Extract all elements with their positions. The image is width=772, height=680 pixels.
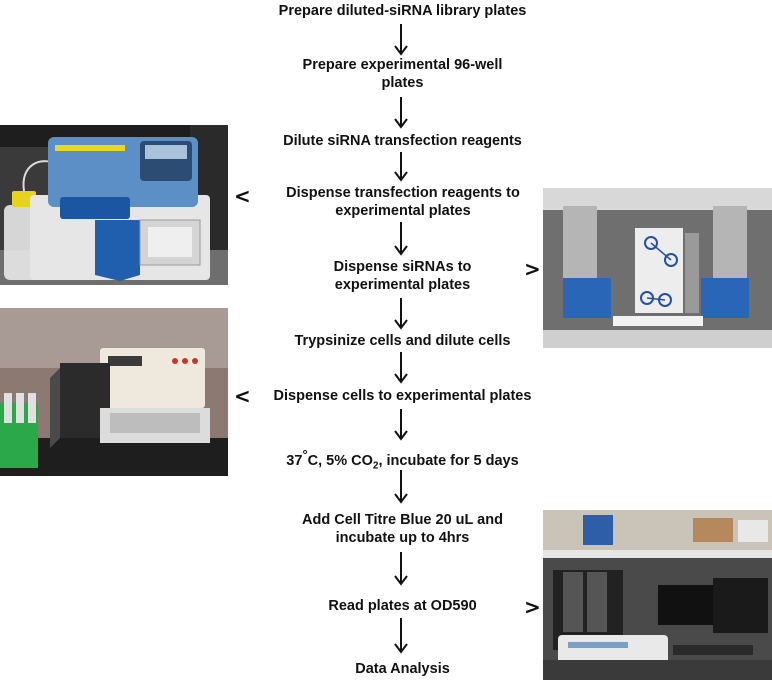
- reagent-dispenser-photo: [0, 125, 228, 285]
- step-read-plates: Read plates at OD590: [215, 597, 590, 615]
- pointer-left-1: <: [234, 184, 251, 208]
- arrow-down-icon: [394, 298, 408, 330]
- arrow-down-icon: [394, 352, 408, 384]
- arrow-down-icon: [394, 24, 408, 56]
- arrow-down-icon: [394, 552, 408, 586]
- step-dispense-sirnas: Dispense siRNAs to experimental plates: [310, 258, 495, 294]
- step-text: Dispense transfection reagents to experi…: [286, 185, 520, 219]
- step-trypsinize: Trypsinize cells and dilute cells: [215, 332, 590, 350]
- step-text: Dilute siRNA transfection reagents: [283, 133, 522, 149]
- step-text: Read plates at OD590: [328, 598, 477, 614]
- plate-reader-photo: [543, 510, 772, 680]
- liquid-handler-photo: [543, 188, 772, 348]
- pointer-left-2: <: [234, 384, 251, 408]
- cell-dispenser-photo: [0, 308, 228, 476]
- step-dispense-reagents: Dispense transfection reagents to experi…: [278, 184, 528, 220]
- arrow-down-icon: [394, 470, 408, 504]
- step-prepare-library: Prepare diluted-siRNA library plates: [215, 2, 590, 20]
- step-text: Data Analysis: [355, 661, 450, 677]
- incubation-temp: 37: [286, 452, 303, 469]
- arrow-down-icon: [394, 222, 408, 256]
- arrow-down-icon: [394, 409, 408, 441]
- step-incubate: 37°C, 5% CO2, incubate for 5 days: [215, 446, 590, 476]
- step-text: Dispense siRNAs to experimental plates: [333, 259, 472, 293]
- pointer-right-2: >: [524, 595, 541, 619]
- step-text: Prepare experimental 96-well plates: [302, 57, 503, 91]
- step-text: Trypsinize cells and dilute cells: [294, 333, 511, 349]
- step-dilute-reagents: Dilute siRNA transfection reagents: [215, 132, 590, 150]
- arrow-down-icon: [394, 152, 408, 182]
- step-text: Prepare diluted-siRNA library plates: [278, 3, 527, 19]
- incubation-co2: C, 5% CO: [307, 452, 373, 469]
- incubation-degree: °: [302, 447, 308, 462]
- step-dispense-cells: Dispense cells to experimental plates: [215, 387, 590, 405]
- incubation-rest: , incubate for 5 days: [378, 452, 519, 469]
- step-add-cell-titre: Add Cell Titre Blue 20 uL and incubate u…: [290, 511, 515, 547]
- step-prepare-experimental: Prepare experimental 96-well plates: [280, 56, 525, 92]
- step-text: Dispense cells to experimental plates: [273, 388, 532, 404]
- incubation-co2-subscript: 2: [372, 460, 379, 472]
- step-data-analysis: Data Analysis: [215, 660, 590, 678]
- arrow-down-icon: [394, 97, 408, 129]
- pointer-right-1: >: [524, 257, 541, 281]
- arrow-down-icon: [394, 618, 408, 654]
- step-text: Add Cell Titre Blue 20 uL and incubate u…: [302, 512, 503, 546]
